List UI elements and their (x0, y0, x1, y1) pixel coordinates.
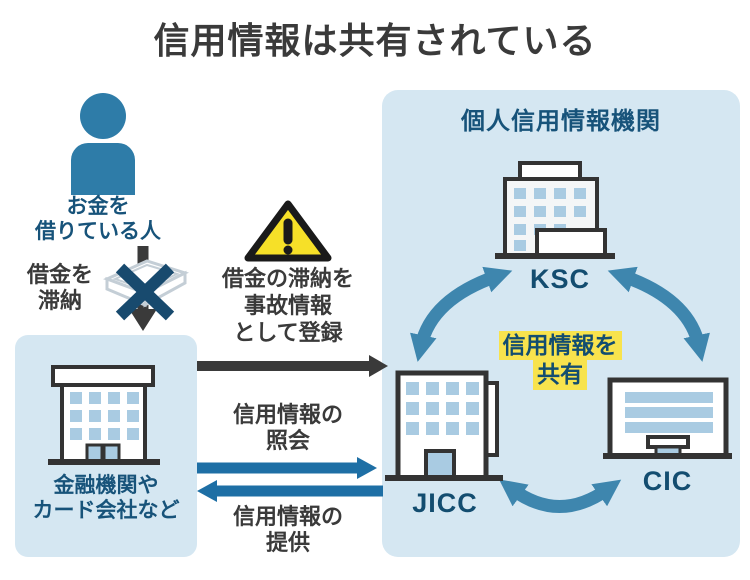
borrower-label-line2: 借りている人 (35, 220, 161, 244)
register-line1: 借金の滞納を (221, 266, 354, 291)
share-label: 信用情報を 共有 (450, 331, 670, 390)
share-line1: 信用情報を (498, 331, 622, 361)
provide-line1: 信用情報の (232, 504, 343, 529)
delinquency-line1: 借金を (26, 262, 93, 287)
lender-label-line1: 金融機関や (53, 474, 159, 497)
borrower-label-line1: お金を (66, 195, 130, 218)
office-building-icon (385, 370, 503, 481)
agency-label-cic: CIC (642, 466, 693, 496)
inquiry-line1: 信用情報の (232, 402, 343, 427)
register-flow-label: 借金の滞納を 事故情報 として登録 (198, 266, 378, 346)
provide-flow-label: 信用情報の 提供 (198, 504, 378, 557)
inquiry-arrow (197, 457, 377, 479)
bank-building-icon (48, 365, 160, 465)
wide-building-icon (603, 377, 732, 459)
agency-label-ksc: KSC (529, 264, 590, 294)
provide-line2: 提供 (265, 530, 310, 556)
person-icon-body (71, 143, 135, 195)
person-icon (80, 93, 126, 139)
money-crossed-icon: ¥ (103, 259, 189, 321)
lender-label-line2: カード会社など (32, 498, 180, 522)
agency-label-jicc: JICC (412, 488, 478, 518)
delinquency-label: 借金を 滞納 (5, 262, 115, 315)
register-arrow (197, 355, 388, 377)
office-tower-icon (495, 161, 615, 259)
borrower-label: お金を 借りている人 (8, 194, 188, 244)
warning-triangle-icon (244, 200, 332, 262)
inquiry-line2: 照会 (265, 428, 310, 454)
register-line2: 事故情報 (243, 292, 332, 318)
delinquency-line2: 滞納 (37, 288, 82, 314)
jicc-cic-curved-arrow (499, 479, 622, 513)
provide-arrow (197, 480, 383, 502)
ksc-cic-curved-arrow (607, 266, 710, 362)
lender-label: 金融機関や カード会社など (15, 474, 197, 524)
ksc-jicc-curved-arrow (410, 266, 513, 362)
inquiry-flow-label: 信用情報の 照会 (198, 402, 378, 455)
share-line2: 共有 (533, 360, 587, 390)
register-line3: として登録 (233, 319, 343, 345)
agency-box-header: 個人信用情報機関 (461, 108, 661, 135)
page-title: 信用情報は共有されている (153, 20, 597, 61)
